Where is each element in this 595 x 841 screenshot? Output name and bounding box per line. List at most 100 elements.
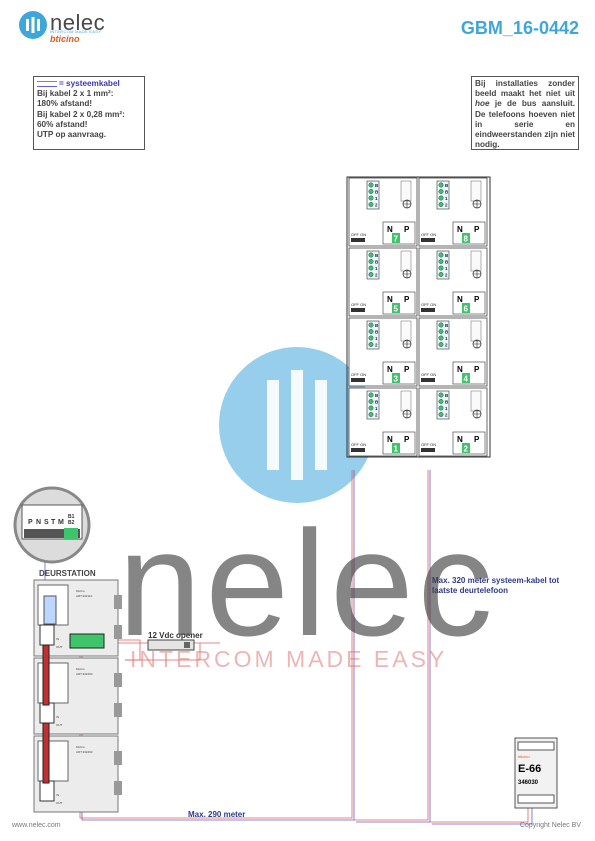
legend-row: = systeemkabel (37, 79, 141, 89)
phone-terminal-label: 1 (445, 266, 448, 271)
phone-terminal-block (366, 250, 380, 280)
phone-terminal-label: B (375, 323, 379, 328)
terminal-screw-icon (368, 392, 374, 398)
module-code: ART.332260 (76, 672, 93, 676)
terminal-screw-icon (368, 329, 374, 334)
phone-jumper (470, 320, 482, 342)
phone-terminal-label: B (375, 190, 379, 195)
terminal-screw-icon (368, 405, 374, 411)
brand-name: nelec (50, 10, 106, 35)
door-hinge (114, 781, 122, 795)
terminal-screw-icon (438, 195, 444, 201)
io-in-label: IN (56, 637, 59, 641)
terminal-screw-icon (438, 265, 444, 271)
phone-terminal-label: B (375, 330, 379, 335)
phone-jumper (400, 250, 412, 272)
phone-switch-label: OFF ON (351, 372, 366, 377)
terminal-screw-icon (368, 265, 374, 271)
phone-jumper (400, 320, 412, 342)
phone-number: 2 (464, 445, 469, 454)
note-text: Bij installaties zonder beeld maakt het … (475, 79, 575, 99)
phone-switch (421, 308, 435, 312)
phone-number-badge (462, 233, 470, 243)
phone-number-badge (392, 373, 400, 383)
crosshair-icon (473, 410, 481, 418)
terminal-screw-icon (368, 189, 374, 194)
phone-n-label: N (387, 295, 393, 304)
phone-number-badge (392, 233, 400, 243)
phone-p-label: P (404, 365, 410, 374)
terminal-label: B2 (68, 520, 75, 526)
phone-switch-label: OFF ON (351, 302, 366, 307)
phone-switch-label: OFF ON (421, 442, 436, 447)
io-in-label: IN (56, 715, 59, 719)
phone-n-label: N (387, 225, 393, 234)
terminal-detail: P N S T M B1 B2 (13, 486, 91, 564)
phone-number: 1 (394, 445, 399, 454)
terminal-screw-icon (438, 259, 444, 264)
phone-terminal-label: B (375, 260, 379, 265)
ps-code: 346030 (518, 780, 539, 786)
door-opener (147, 639, 195, 651)
footer-website: www.nelec.com (12, 822, 61, 829)
phone-terminal-label: 1 (445, 196, 448, 201)
phone-terminal-label: B (445, 253, 449, 258)
crosshair-icon (403, 340, 411, 348)
max-320-label: Max. 320 meter systeem-kabel tot laatste… (432, 576, 560, 595)
phone-n-label: N (457, 295, 463, 304)
phone-number: 4 (464, 375, 469, 384)
phone-switch (351, 448, 365, 452)
terminal-screw-icon (438, 272, 444, 277)
phone-terminal-label: B (445, 393, 449, 398)
phone-terminal-label: B (375, 183, 379, 188)
phone-terminal-block (366, 180, 380, 210)
terminal-screw-icon (438, 399, 444, 404)
terminal-screw-icon (438, 252, 444, 258)
phone-number-badge (392, 303, 400, 313)
phone-number-badge (392, 443, 400, 453)
brand-tagline: INTERCOM MADE EASY (50, 29, 102, 34)
door-hinge (114, 673, 122, 687)
phone-terminal-label: 2 (375, 273, 378, 278)
cable-note: = systeemkabel Bij kabel 2 x 1 mm²: 180%… (33, 76, 145, 150)
phone-terminal-block (436, 390, 450, 420)
phone-jumper (470, 180, 482, 202)
phone-p-label: P (474, 365, 480, 374)
phone-terminal-label: B (375, 253, 379, 258)
phone-terminal-label: B (445, 183, 449, 188)
phone-n-label: N (457, 225, 463, 234)
system-cable-line-icon (37, 80, 57, 87)
module-brand: bticino (76, 667, 85, 671)
nelec-logo-icon (19, 11, 47, 39)
phone-switch (351, 308, 365, 312)
phone-jumper (400, 390, 412, 412)
module-brand: bticino (76, 745, 85, 749)
door-io-block (39, 780, 55, 802)
note-line: Bij kabel 2 x 0,28 mm²: (37, 109, 125, 119)
note-line: 180% afstand! (37, 99, 93, 109)
phone-number-badge (462, 443, 470, 453)
phone-jumper (470, 390, 482, 412)
watermark-brand: nelec (118, 499, 497, 667)
door-io-block (39, 624, 55, 646)
phone-number: 7 (394, 235, 399, 244)
phone-terminal-label: 1 (375, 266, 378, 271)
phone-terminal-label: 2 (445, 413, 448, 418)
phone-number-badge (462, 303, 470, 313)
phone-switch (421, 378, 435, 382)
ps-brand: bticino (518, 754, 530, 759)
phones-enclosure (346, 176, 491, 458)
installation-note: Bij installaties zonder beeld maakt het … (471, 76, 579, 150)
io-out-label: OUT (56, 723, 63, 727)
terminal-label: B1 (68, 514, 75, 520)
phone-terminal-label: 2 (375, 413, 378, 418)
terminal-screw-icon (438, 322, 444, 328)
max-290-label: Max. 290 meter (188, 810, 246, 819)
phone-switch (421, 238, 435, 242)
terminal-label: P (28, 519, 33, 526)
io-in-label: IN (56, 793, 59, 797)
